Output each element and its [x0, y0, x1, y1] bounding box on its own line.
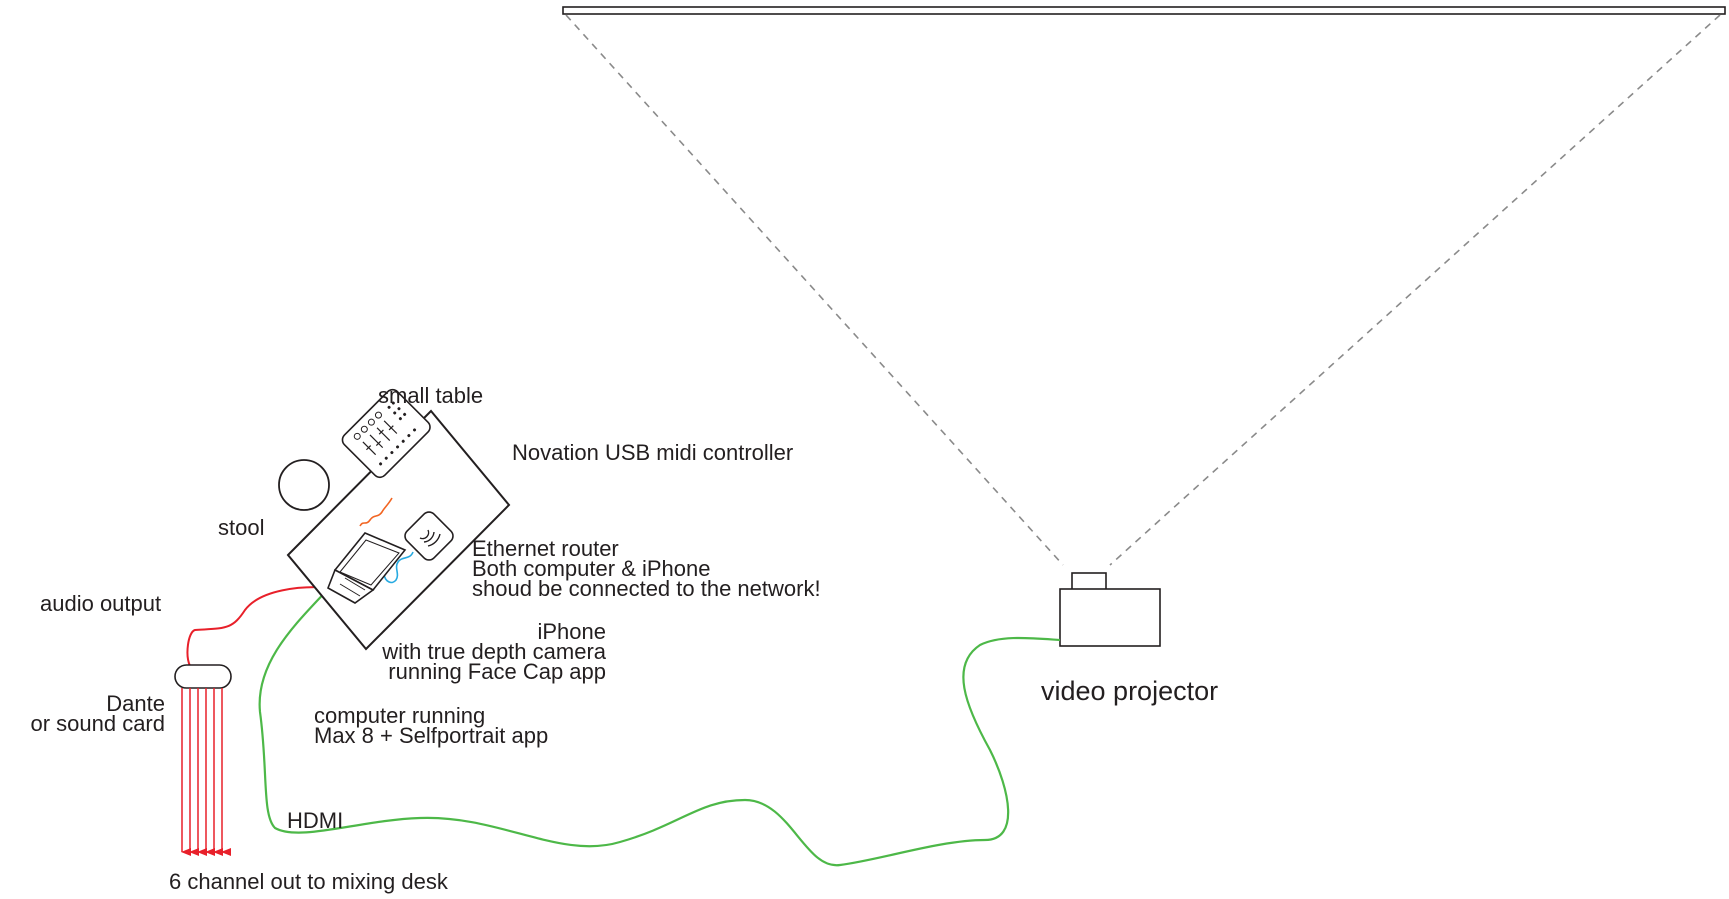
label-iphone-line2: with true depth camera [381, 639, 607, 664]
label-dante-line1: Dante [106, 691, 165, 716]
video-projector-icon [1059, 572, 1161, 647]
midi-controller-icon [341, 388, 431, 479]
label-novation: Novation USB midi controller [512, 440, 793, 465]
label-audio-output: audio output [40, 591, 161, 616]
audio-cable [186, 586, 334, 667]
label-router-line3: shoud be connected to the network! [472, 576, 821, 601]
laptop-icon [327, 532, 407, 604]
usb-cable [359, 497, 393, 527]
label-computer-line1: computer running [314, 703, 485, 728]
projection-screen [562, 6, 1726, 15]
label-mixing-desk: 6 channel out to mixing desk [169, 869, 449, 894]
audio-interface-icon [174, 664, 232, 689]
label-computer-line2: Max 8 + Selfportrait app [314, 723, 548, 748]
label-small-table: small table [378, 383, 483, 408]
projection-beam [565, 14, 1721, 566]
label-video-projector: video projector [1041, 676, 1218, 706]
stool-icon [278, 459, 330, 511]
wifi-router-icon [404, 511, 454, 561]
output-arrows [181, 688, 231, 856]
label-dante-line2: or sound card [30, 711, 165, 736]
label-hdmi: HDMI [287, 808, 343, 833]
label-router-line2: Both computer & iPhone [472, 556, 710, 581]
label-router-line1: Ethernet router [472, 536, 619, 561]
network-cable [383, 551, 414, 584]
hdmi-cable [258, 587, 1061, 867]
label-iphone-line1: iPhone [537, 619, 606, 644]
label-stool: stool [218, 515, 264, 540]
label-iphone-line3: running Face Cap app [388, 659, 606, 684]
